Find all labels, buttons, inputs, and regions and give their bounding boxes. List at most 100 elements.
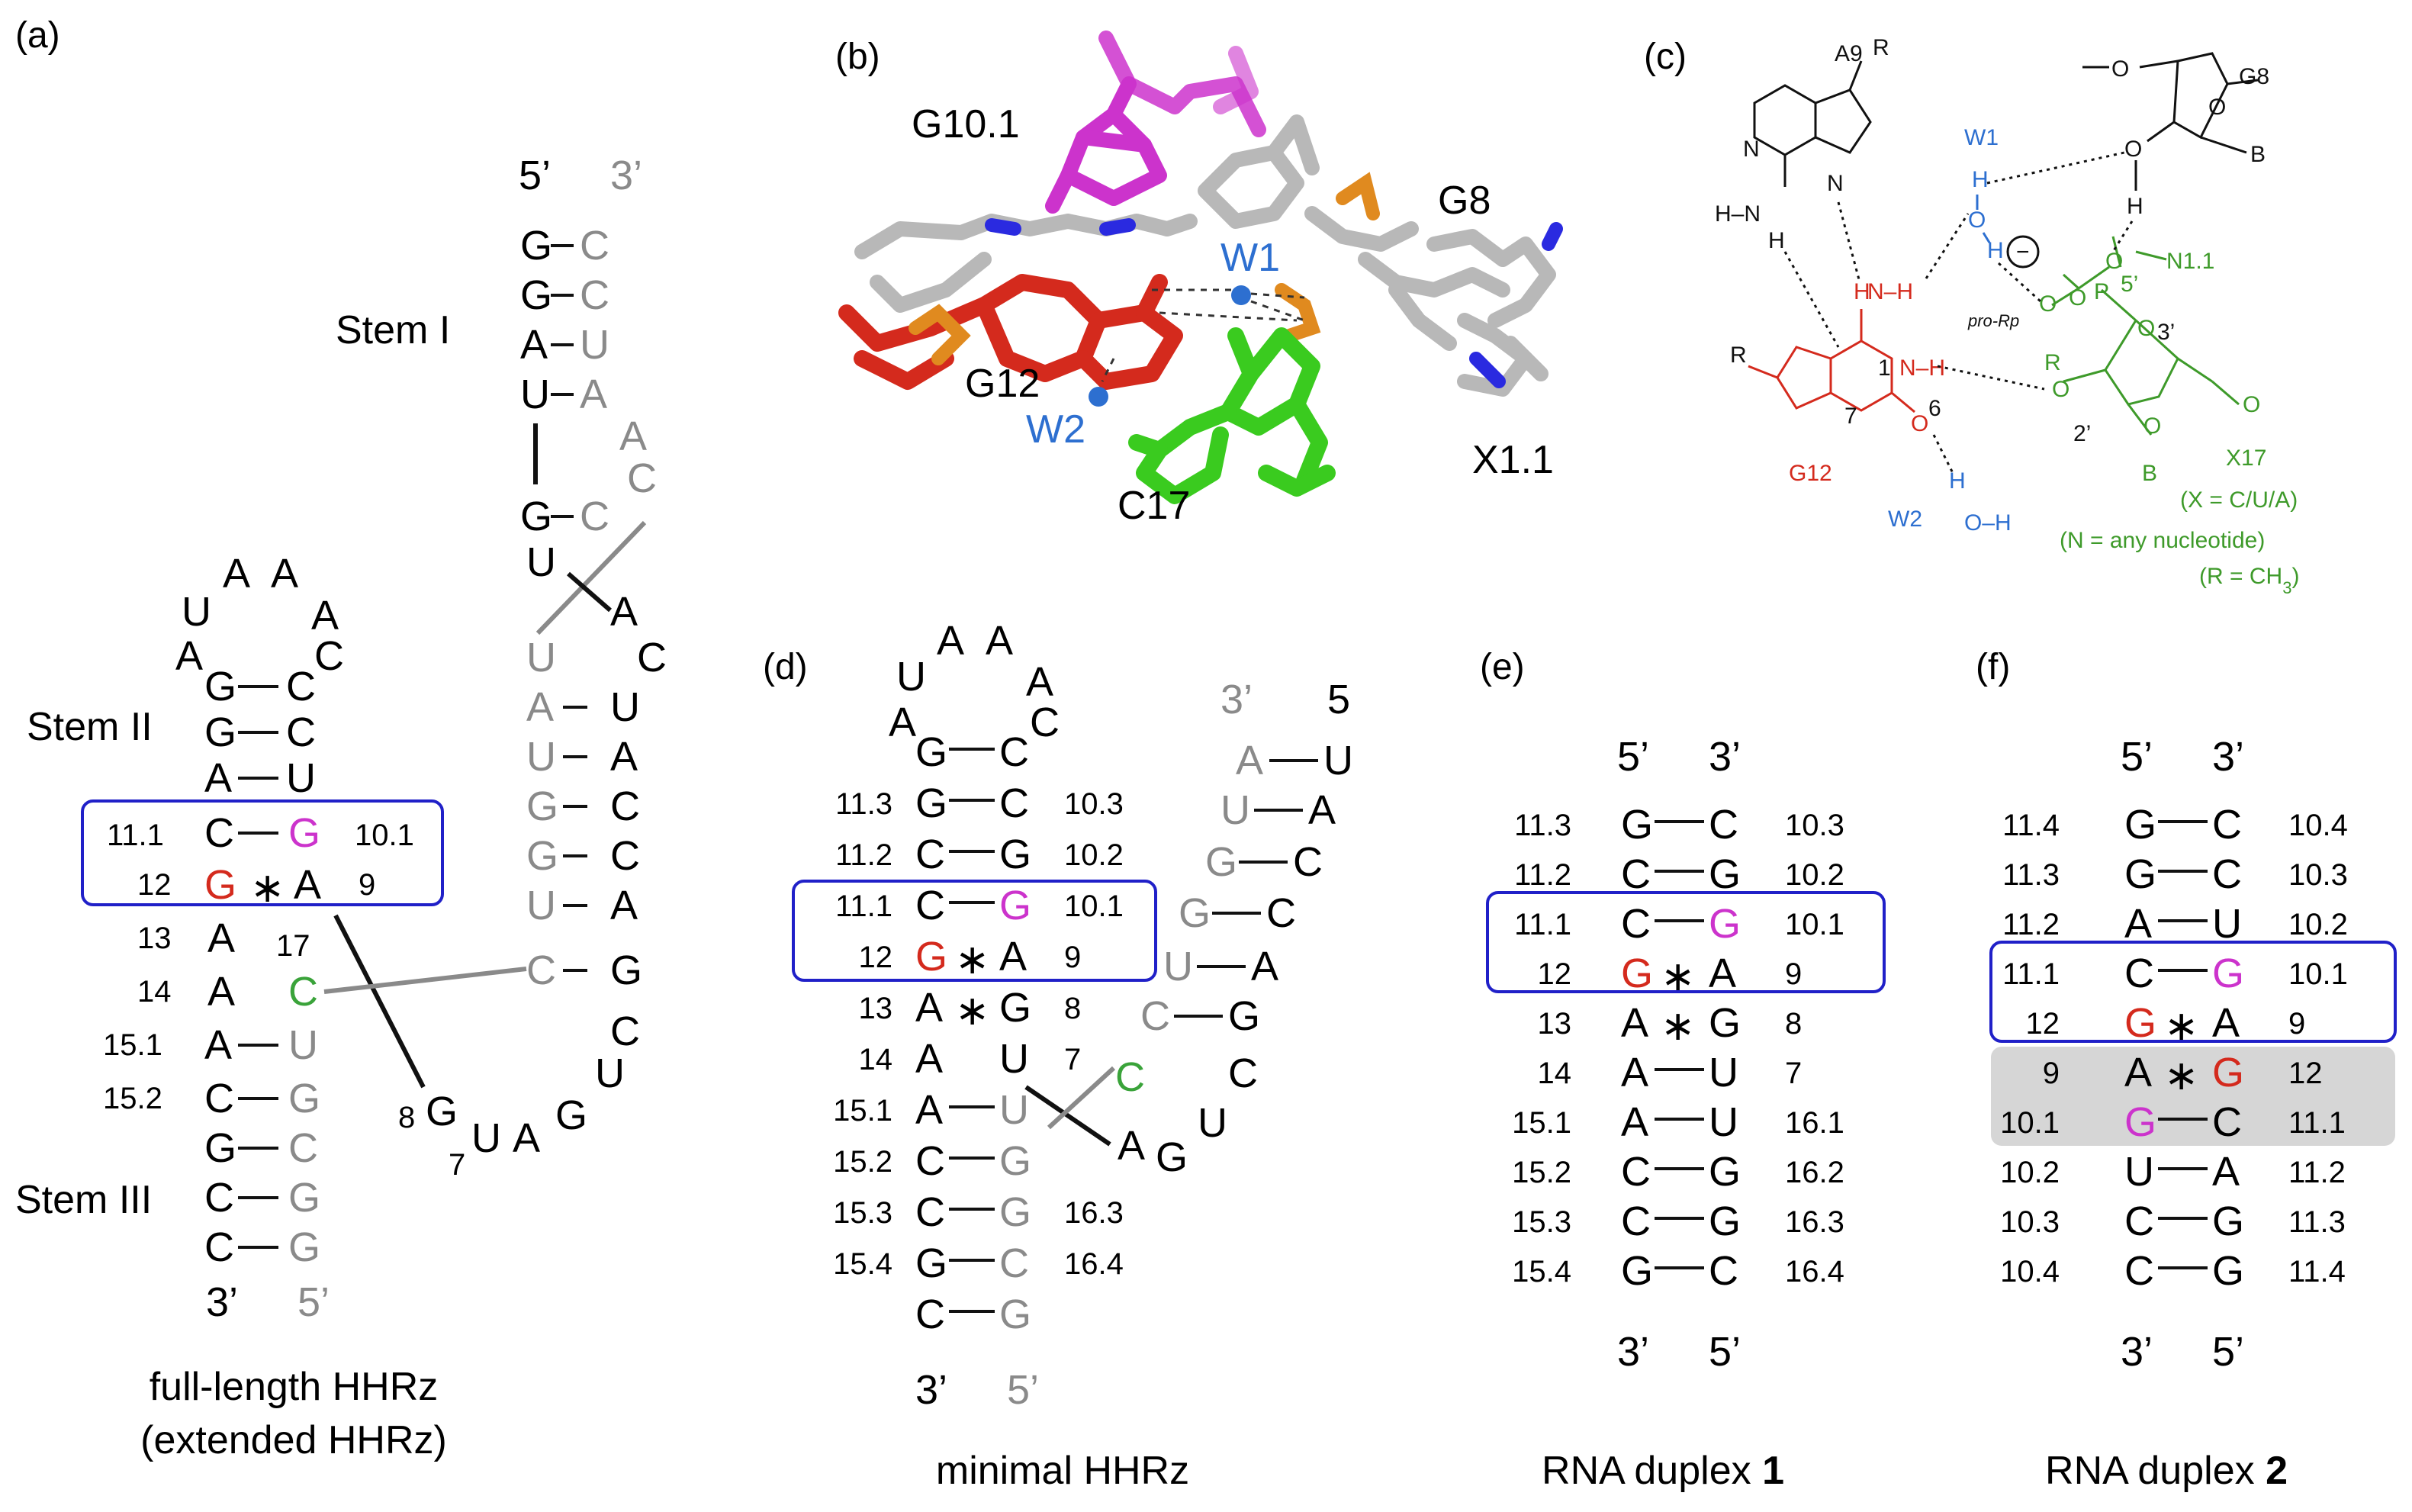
backbone-sticks-left	[854, 114, 1320, 313]
label-w1: W1	[1220, 236, 1280, 280]
position-number: 10.3	[1064, 787, 1124, 821]
nt: G	[2212, 1050, 2244, 1095]
text: O	[2143, 413, 2161, 439]
nt: G	[204, 664, 236, 709]
position-number: 15.4	[1512, 1255, 1571, 1288]
nt: C	[1621, 1198, 1651, 1244]
position-number: 10.3	[2000, 1205, 2060, 1239]
nt: C	[1709, 1248, 1738, 1294]
nt-c17: C	[288, 969, 318, 1015]
label-x1-1: X1.1	[1472, 438, 1554, 482]
nt: G	[1156, 1134, 1188, 1180]
text: 3’	[2157, 320, 2175, 345]
stem-ii-label: Stem II	[27, 705, 153, 749]
position-number: 16.4	[1785, 1255, 1844, 1288]
nt: G	[1621, 1248, 1653, 1294]
nt: U	[1198, 1100, 1227, 1146]
phosphate-left	[909, 304, 971, 365]
nt: U	[999, 1087, 1029, 1133]
core-highlight-box	[81, 799, 444, 906]
nt: C	[204, 1175, 234, 1221]
position-number: 11.2	[2002, 908, 2060, 941]
position-number: 12	[859, 941, 893, 974]
nt: A	[1026, 659, 1053, 705]
nt: C	[627, 455, 657, 501]
nt: U	[1220, 787, 1250, 833]
position-number: 10.1	[1785, 908, 1844, 941]
label-n1-1: N1.1	[2166, 249, 2214, 274]
nt: C	[1030, 700, 1060, 745]
position-number: 11.4	[2002, 809, 2060, 842]
position-number: 15.1	[1512, 1106, 1571, 1140]
nt: A	[204, 755, 232, 801]
position-number: 13	[137, 922, 172, 955]
catalytic-core: 11.1 12 13 14 15.1 15.2 C G A A A C G C …	[103, 810, 414, 1270]
panel-label-f: (f)	[1976, 647, 2010, 687]
nt: A	[1118, 1123, 1145, 1169]
noncanonical-pair-star: ∗	[1661, 1003, 1695, 1049]
text: H	[1949, 468, 1966, 494]
text: H–N	[1715, 201, 1761, 227]
note-r: (R = CH3)	[2199, 564, 2299, 597]
strand-3prime: 3’	[1617, 1329, 1649, 1375]
position-number: 10.1	[2288, 957, 2348, 991]
nt: G	[1709, 1000, 1741, 1046]
nt: C	[580, 494, 609, 539]
nt: A	[1709, 951, 1736, 996]
nt: G	[520, 494, 552, 539]
position-number: 12	[2026, 1007, 2060, 1041]
label-pro-rp: pro-Rp	[1967, 311, 2019, 330]
nt: U	[471, 1115, 501, 1161]
position-number: 11.1	[835, 890, 892, 923]
position-number: 9	[359, 868, 375, 902]
label-g8: G8	[2239, 64, 2269, 89]
nitrogen-accents	[985, 218, 1563, 388]
position-number: 11.1	[2002, 957, 2060, 991]
nt: C	[580, 223, 609, 269]
text: 1	[1878, 355, 1891, 381]
position-number: 10.4	[2288, 809, 2348, 842]
nt: A	[610, 589, 638, 635]
nt: G	[2124, 1000, 2156, 1046]
text: O	[2039, 291, 2057, 317]
position-number: 11.1	[1514, 908, 1571, 941]
nt: G	[1621, 802, 1653, 848]
nt: C	[2124, 1198, 2154, 1244]
panel-label-a: (a)	[15, 15, 60, 56]
water-w1	[1231, 285, 1251, 305]
nt: G	[915, 934, 947, 980]
nt: G	[520, 272, 552, 318]
nt: G	[2124, 851, 2156, 897]
position-number: 9	[2288, 1007, 2305, 1041]
nt: A	[2212, 1149, 2240, 1195]
label-g10-1: G10.1	[912, 102, 1020, 146]
nt: A	[520, 322, 548, 368]
nt: U	[1163, 944, 1193, 989]
panel-label-e: (e)	[1480, 647, 1525, 687]
nt: G	[426, 1089, 458, 1134]
nt: U	[2124, 1149, 2154, 1195]
position-number: 16.3	[1785, 1205, 1844, 1239]
nt: G	[999, 1189, 1031, 1235]
nt: A	[889, 700, 916, 745]
nt: U	[520, 372, 550, 417]
noncanonical-pair-star: ∗	[955, 988, 989, 1034]
strand-3prime: 3’	[1220, 677, 1253, 722]
nt: G	[1228, 993, 1260, 1039]
text: R	[1873, 35, 1889, 60]
text: B	[2250, 142, 2266, 167]
position-number: 15.2	[103, 1082, 162, 1115]
position-number: 10.2	[1064, 838, 1124, 872]
nt: U	[1323, 738, 1353, 783]
nt: U	[896, 654, 926, 700]
position-number: 9	[1785, 957, 1802, 991]
nt: U	[1709, 1099, 1738, 1145]
nt: C	[2212, 851, 2242, 897]
note-n: (N = any nucleotide)	[2060, 528, 2265, 553]
nt: C	[1621, 1149, 1651, 1195]
nt: U	[595, 1050, 625, 1096]
nt: C	[2124, 951, 2154, 996]
text: B	[2142, 461, 2157, 486]
nt: G	[2212, 1198, 2244, 1244]
